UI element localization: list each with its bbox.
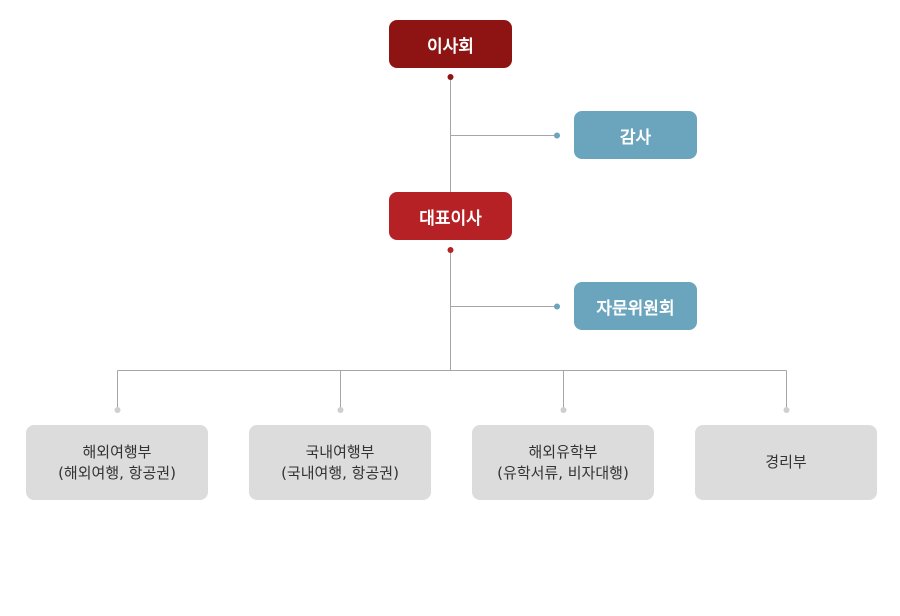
ceo-box: 대표이사	[389, 192, 512, 240]
audit-label: 감사	[619, 127, 652, 148]
department-overseas-travel-label: 해외여행부 (해외여행, 항공권)	[58, 442, 176, 482]
department-study-abroad-label: 해외유학부 (유학서류, 비자대행)	[497, 442, 629, 482]
dot-dept-4	[783, 407, 790, 413]
dot-dept-3	[560, 407, 567, 413]
dot-dept-1	[114, 407, 121, 413]
department-domestic-travel-label: 국내여행부 (국내여행, 항공권)	[281, 442, 399, 482]
dot-ceo	[447, 247, 454, 253]
board-box: 이사회	[389, 20, 512, 68]
audit-box: 감사	[574, 111, 697, 159]
dot-board	[447, 74, 454, 80]
department-accounting-label: 경리부	[765, 453, 807, 471]
department-study-abroad-box: 해외유학부 (유학서류, 비자대행)	[472, 425, 654, 500]
dot-advisory	[554, 303, 560, 310]
department-overseas-travel-box: 해외여행부 (해외여행, 항공권)	[26, 425, 208, 500]
department-accounting-box: 경리부	[695, 425, 877, 500]
dot-dept-2	[337, 407, 344, 413]
advisory-committee-box: 자문위원회	[574, 282, 697, 330]
ceo-label: 대표이사	[419, 208, 482, 229]
department-domestic-travel-box: 국내여행부 (국내여행, 항공권)	[249, 425, 431, 500]
board-label: 이사회	[427, 36, 474, 57]
dot-audit	[554, 132, 560, 139]
advisory-committee-label: 자문위원회	[596, 298, 675, 319]
